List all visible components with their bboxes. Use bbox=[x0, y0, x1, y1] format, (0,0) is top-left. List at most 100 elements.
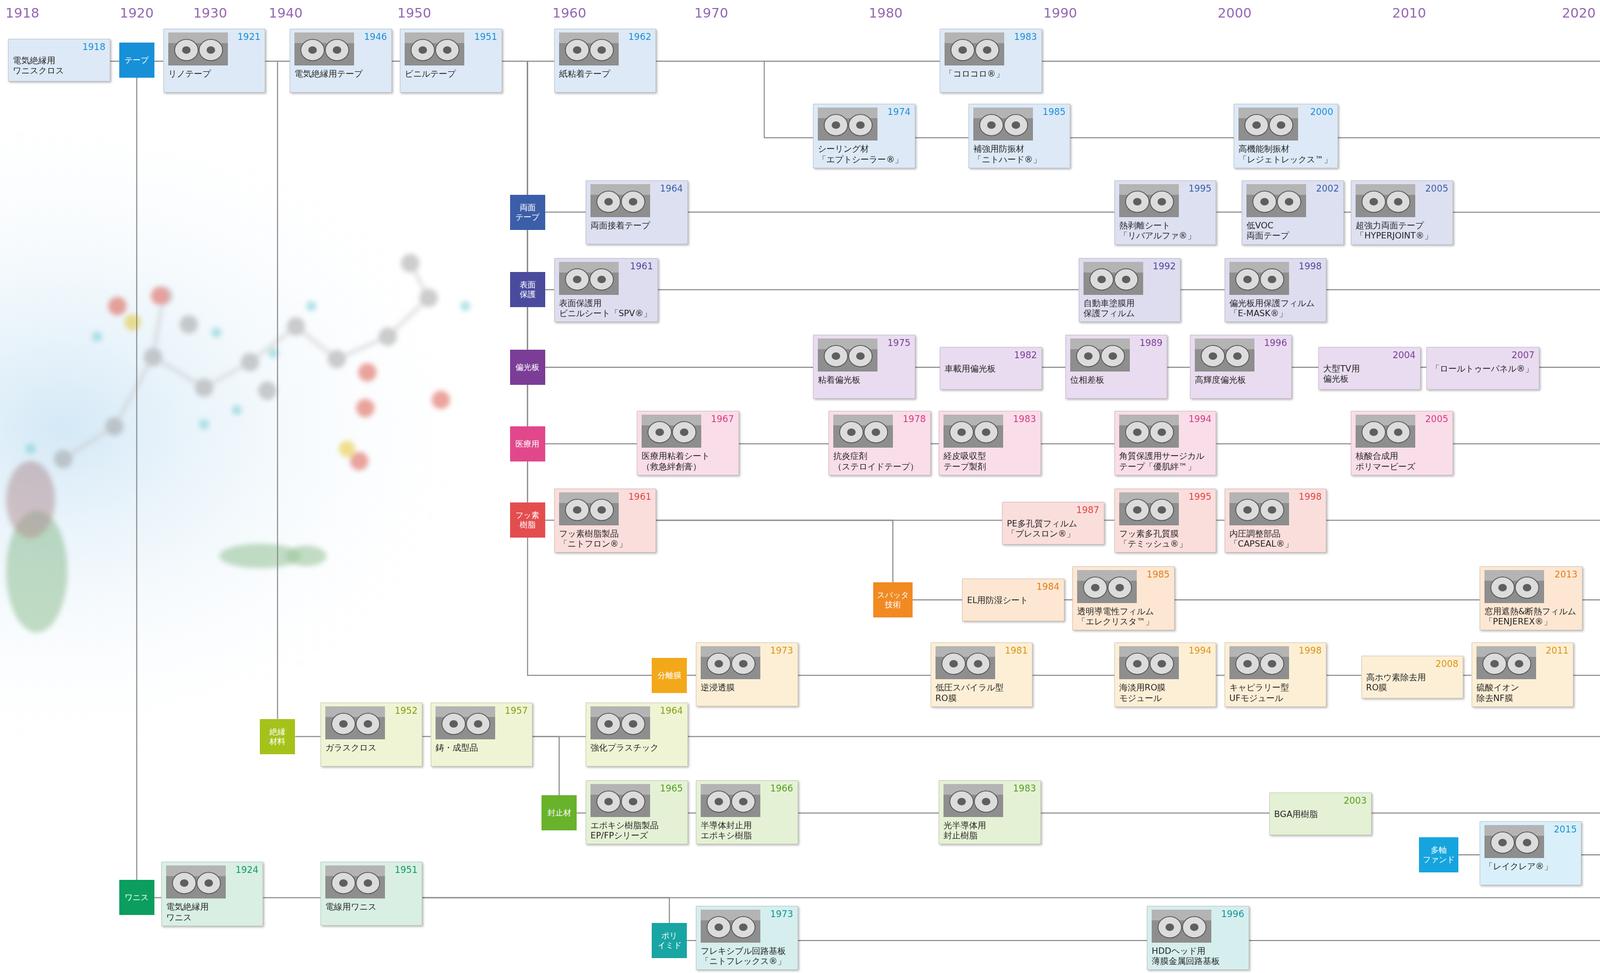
atom bbox=[54, 449, 73, 469]
timeline-line bbox=[663, 736, 1600, 738]
timeline-connector bbox=[655, 61, 814, 138]
product-box: 1974シーリング材 「エプトシーラー®」 bbox=[813, 103, 916, 168]
atom bbox=[143, 348, 162, 367]
timeline-connector bbox=[1216, 675, 1225, 677]
photo-ground bbox=[1238, 107, 1299, 141]
product-box: 2003BGA用樹脂 bbox=[1269, 792, 1372, 836]
photo-product bbox=[1125, 653, 1150, 675]
photo-ground bbox=[1194, 338, 1255, 372]
year-label: 1985 bbox=[1042, 107, 1066, 118]
photo-ground bbox=[935, 646, 996, 680]
product-name: エポキシ樹脂製品 EP/FPシリーズ bbox=[590, 820, 660, 841]
year-label: 1994 bbox=[1188, 414, 1212, 425]
photo-product bbox=[1260, 198, 1269, 206]
photo-product bbox=[339, 720, 348, 728]
photo-product bbox=[596, 791, 621, 813]
product-box: 1992自動車塗膜用 保護フィルム bbox=[1078, 258, 1181, 323]
photo-product bbox=[1284, 198, 1294, 206]
product-photo bbox=[1246, 184, 1307, 218]
photo-ground bbox=[1151, 909, 1212, 921]
year-label: 1965 bbox=[659, 783, 683, 794]
product-box: 1962紙粘着テープ bbox=[554, 28, 657, 93]
product-name: EL用防湿シート bbox=[966, 595, 1030, 606]
photo-product bbox=[332, 46, 342, 54]
photo-product bbox=[824, 345, 848, 367]
product-box: 1957鋳・成型品 bbox=[430, 702, 533, 767]
photo-ground bbox=[559, 492, 619, 504]
timeline-connector bbox=[545, 211, 586, 213]
photo-ground bbox=[1194, 338, 1255, 350]
product-name: 硫酸イオン 除去NF膜 bbox=[1476, 682, 1521, 703]
timeline-connector bbox=[687, 211, 1115, 213]
product-name: 逆浸透膜 bbox=[700, 682, 736, 693]
photo-ground bbox=[1151, 909, 1212, 943]
product-box: 1978抗炎症剤 （ステロイドテープ） bbox=[828, 411, 931, 475]
photo-ground bbox=[1119, 414, 1179, 448]
photo-ground bbox=[1246, 184, 1307, 195]
photo-product bbox=[1108, 352, 1118, 360]
photo-product bbox=[179, 879, 189, 888]
photo-product bbox=[1133, 660, 1142, 668]
category-tag: フッ素 樹脂 bbox=[510, 502, 546, 538]
timeline-connector bbox=[545, 443, 637, 445]
product-photo bbox=[325, 865, 385, 899]
photo-ground bbox=[325, 706, 385, 718]
category-label: ワニス bbox=[124, 892, 150, 903]
continuing-lines bbox=[397, 61, 1600, 941]
photo-ground bbox=[166, 865, 226, 899]
timeline-connector bbox=[687, 812, 696, 814]
timeline-connector bbox=[912, 599, 963, 601]
photo-product bbox=[1260, 499, 1284, 521]
photo-product bbox=[1090, 584, 1100, 592]
product-photo bbox=[641, 414, 702, 448]
photo-product bbox=[714, 798, 724, 806]
photo-product bbox=[1369, 428, 1378, 437]
photo-product bbox=[1158, 916, 1182, 939]
photo-ground bbox=[833, 414, 893, 426]
timeline-connector bbox=[1180, 289, 1225, 291]
product-photo bbox=[833, 414, 893, 448]
photo-ground bbox=[817, 338, 878, 350]
photo-product bbox=[739, 923, 748, 932]
product-photo bbox=[943, 784, 1004, 818]
year-axis-label: 1940 bbox=[268, 6, 303, 20]
atom bbox=[338, 440, 356, 458]
product-photo bbox=[1194, 338, 1255, 372]
timeline-connector bbox=[545, 289, 555, 291]
product-photo bbox=[944, 32, 1005, 66]
photo-product bbox=[174, 39, 199, 61]
photo-ground bbox=[294, 32, 355, 44]
photo-product bbox=[1208, 352, 1218, 360]
photo-product bbox=[679, 428, 689, 437]
timeline-connector bbox=[798, 812, 939, 814]
photo-product bbox=[572, 275, 582, 284]
product-box: 1994角質保護用サージカル テープ「優肌絆™」 bbox=[1114, 411, 1217, 475]
photo-ground bbox=[325, 706, 385, 740]
product-name: 超強力両面テープ 「HYPERJOINT®」 bbox=[1355, 220, 1434, 241]
product-name: 低圧スパイラル型 RO膜 bbox=[935, 682, 1005, 703]
photo-product bbox=[1507, 653, 1531, 675]
photo-product bbox=[1269, 114, 1293, 136]
atom bbox=[306, 300, 317, 311]
atom bbox=[194, 378, 213, 397]
product-name: 表面保護用 ビニルシート「SPV®」 bbox=[559, 298, 654, 319]
timeline-connector bbox=[798, 940, 1147, 942]
category-tag: 封止材 bbox=[541, 795, 577, 831]
photo-ground bbox=[1484, 825, 1545, 836]
product-box: 1964強化プラスチック bbox=[585, 702, 688, 767]
photo-product bbox=[621, 713, 645, 735]
product-photo bbox=[817, 338, 878, 372]
product-box: 1982車載用偏光板 bbox=[939, 347, 1042, 390]
photo-product bbox=[411, 39, 435, 61]
product-box: 1967医療用粘着シート （救急絆創膏） bbox=[636, 411, 740, 475]
product-box: 1996HDDヘッド用 薄膜金属回路基板 bbox=[1146, 906, 1250, 971]
photo-product bbox=[172, 872, 196, 894]
atom bbox=[124, 314, 142, 331]
photo-product bbox=[1150, 653, 1174, 675]
photo-product bbox=[1157, 660, 1167, 668]
timeline-line bbox=[1347, 812, 1600, 814]
category-tag: ポリ イミド bbox=[651, 923, 687, 959]
photo-product bbox=[1243, 275, 1252, 284]
photo-ground bbox=[641, 414, 702, 426]
timeline-connector bbox=[391, 60, 400, 62]
